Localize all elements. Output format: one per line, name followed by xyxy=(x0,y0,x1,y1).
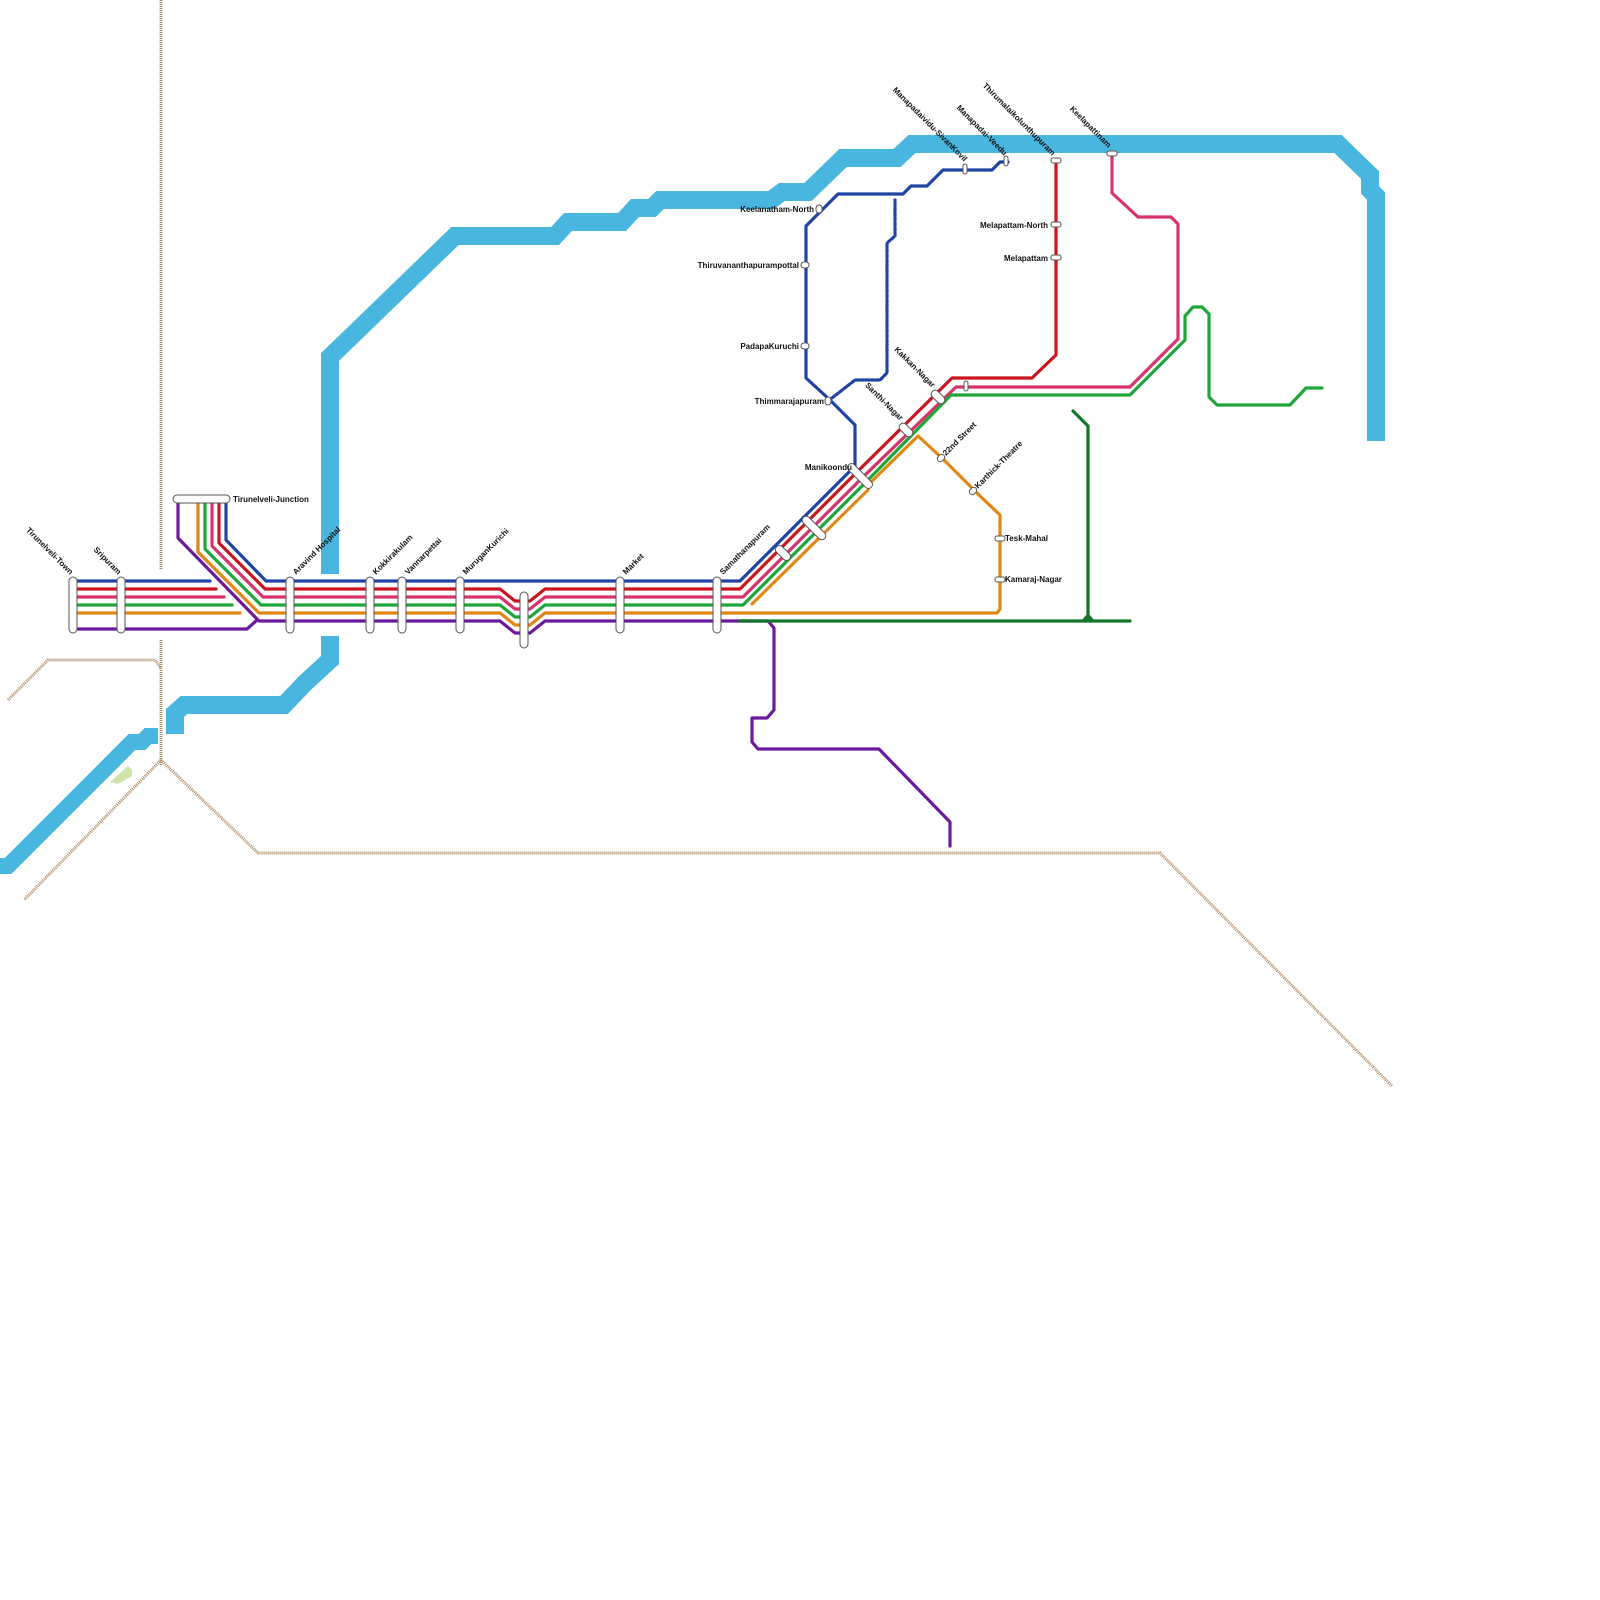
station-keelapattinam-marker[interactable] xyxy=(1106,150,1118,157)
station-kamaraj-nagar-marker[interactable] xyxy=(994,576,1006,583)
junction-triangle-marker xyxy=(1081,613,1095,621)
station-tirunelveli-town-marker[interactable] xyxy=(68,576,78,634)
station-kakkan-nagar-marker[interactable] xyxy=(930,389,947,406)
station-vannarpettai-marker[interactable] xyxy=(397,576,407,634)
station-santhi-nagar-marker[interactable] xyxy=(898,422,915,439)
station-manapadai-veedu-marker[interactable] xyxy=(1003,155,1009,167)
station-labels: Tirunelveli-Town Sripuram Tirunelveli-Ju… xyxy=(24,81,1113,584)
railways xyxy=(6,0,1394,1088)
station-aravind-hospital-marker[interactable] xyxy=(285,576,295,634)
station-muruganKurichi-marker[interactable] xyxy=(455,576,465,634)
label-santhi-nagar: Santhi-Nagar xyxy=(863,381,905,423)
station-kokkirakulam-marker[interactable] xyxy=(365,576,375,634)
label-kamaraj-nagar: Kamaraj-Nagar xyxy=(1005,575,1062,584)
park-area xyxy=(110,766,132,784)
station-manikoondu-marker[interactable] xyxy=(846,462,874,490)
station-melapattam-marker[interactable] xyxy=(1050,254,1062,261)
station-tirunelveli-junction-marker[interactable] xyxy=(172,494,231,504)
railway-southeast xyxy=(159,758,1394,1088)
railway-west-branch xyxy=(6,658,163,702)
line-orange-dashed xyxy=(750,488,870,606)
station-samathanapuram-marker[interactable] xyxy=(712,576,722,634)
label-melapattam: Melapattam xyxy=(1004,254,1048,263)
label-kakkan-nagar: Kakkan-Nagar xyxy=(893,345,937,389)
station-22nd-street-marker[interactable] xyxy=(936,453,946,463)
label-karthick-theatre: Karthick-Theatre xyxy=(973,439,1025,491)
station-padapakuruchi-marker[interactable] xyxy=(800,342,810,350)
river-south xyxy=(166,636,339,734)
label-keelanatham-north: Keelanatham-North xyxy=(740,205,814,214)
station-thimmarajapuram-marker[interactable] xyxy=(824,396,832,406)
label-tirunelveli-junction: Tirunelveli-Junction xyxy=(233,495,309,504)
stations xyxy=(68,150,1118,649)
river-main xyxy=(321,135,1385,574)
station-melapattam-north-marker[interactable] xyxy=(1050,221,1062,228)
label-tesk-mahal: Tesk-Mahal xyxy=(1005,534,1048,543)
station-hub-marker[interactable] xyxy=(519,591,529,649)
line-orange xyxy=(76,434,1002,627)
label-thimmarajapuram: Thimmarajapuram xyxy=(755,397,824,406)
line-blue xyxy=(76,160,1010,583)
station-diagonal-2-marker[interactable] xyxy=(801,515,828,542)
label-melapattam-north: Melapattam-North xyxy=(980,221,1048,230)
station-market-marker[interactable] xyxy=(615,576,625,634)
station-karthick-theatre-marker[interactable] xyxy=(968,486,978,496)
railway-southwest xyxy=(22,758,163,902)
line-blue-dashed xyxy=(830,198,897,400)
line-green xyxy=(76,305,1324,619)
label-muruganKurichi: MuruganKurichi xyxy=(461,527,511,577)
label-tirunelveli-town: Tirunelveli-Town xyxy=(24,526,75,577)
station-kakkan-nagar-east-marker[interactable] xyxy=(963,380,969,392)
line-darkgreen xyxy=(738,409,1132,623)
label-samathanapuram: Samathanapuram xyxy=(718,523,772,577)
label-thiruvananthapurampottal: Thiruvananthapurampottal xyxy=(698,261,799,270)
station-manapadaividu-sivankovil-marker[interactable] xyxy=(962,163,968,175)
station-keelanatham-north-marker[interactable] xyxy=(815,204,823,214)
station-tesk-mahal-marker[interactable] xyxy=(994,535,1006,542)
line-red xyxy=(76,160,1058,603)
label-market: Market xyxy=(621,552,646,577)
station-diagonal-1-marker[interactable] xyxy=(774,544,792,562)
label-padapakuruchi: PadapaKuruchi xyxy=(740,342,799,351)
station-sripuram-marker[interactable] xyxy=(116,576,126,634)
label-22nd-street: 22nd Street xyxy=(941,420,978,457)
label-sripuram: Sripuram xyxy=(92,545,123,576)
station-thiruvananthapurampottal-marker[interactable] xyxy=(800,261,810,269)
rivers xyxy=(0,135,1385,874)
line-purple xyxy=(76,500,952,848)
label-manikoondu: Manikoondu xyxy=(805,463,852,472)
station-thirumalaikolunthupuram-marker[interactable] xyxy=(1050,157,1062,164)
river-southwest xyxy=(0,728,158,874)
